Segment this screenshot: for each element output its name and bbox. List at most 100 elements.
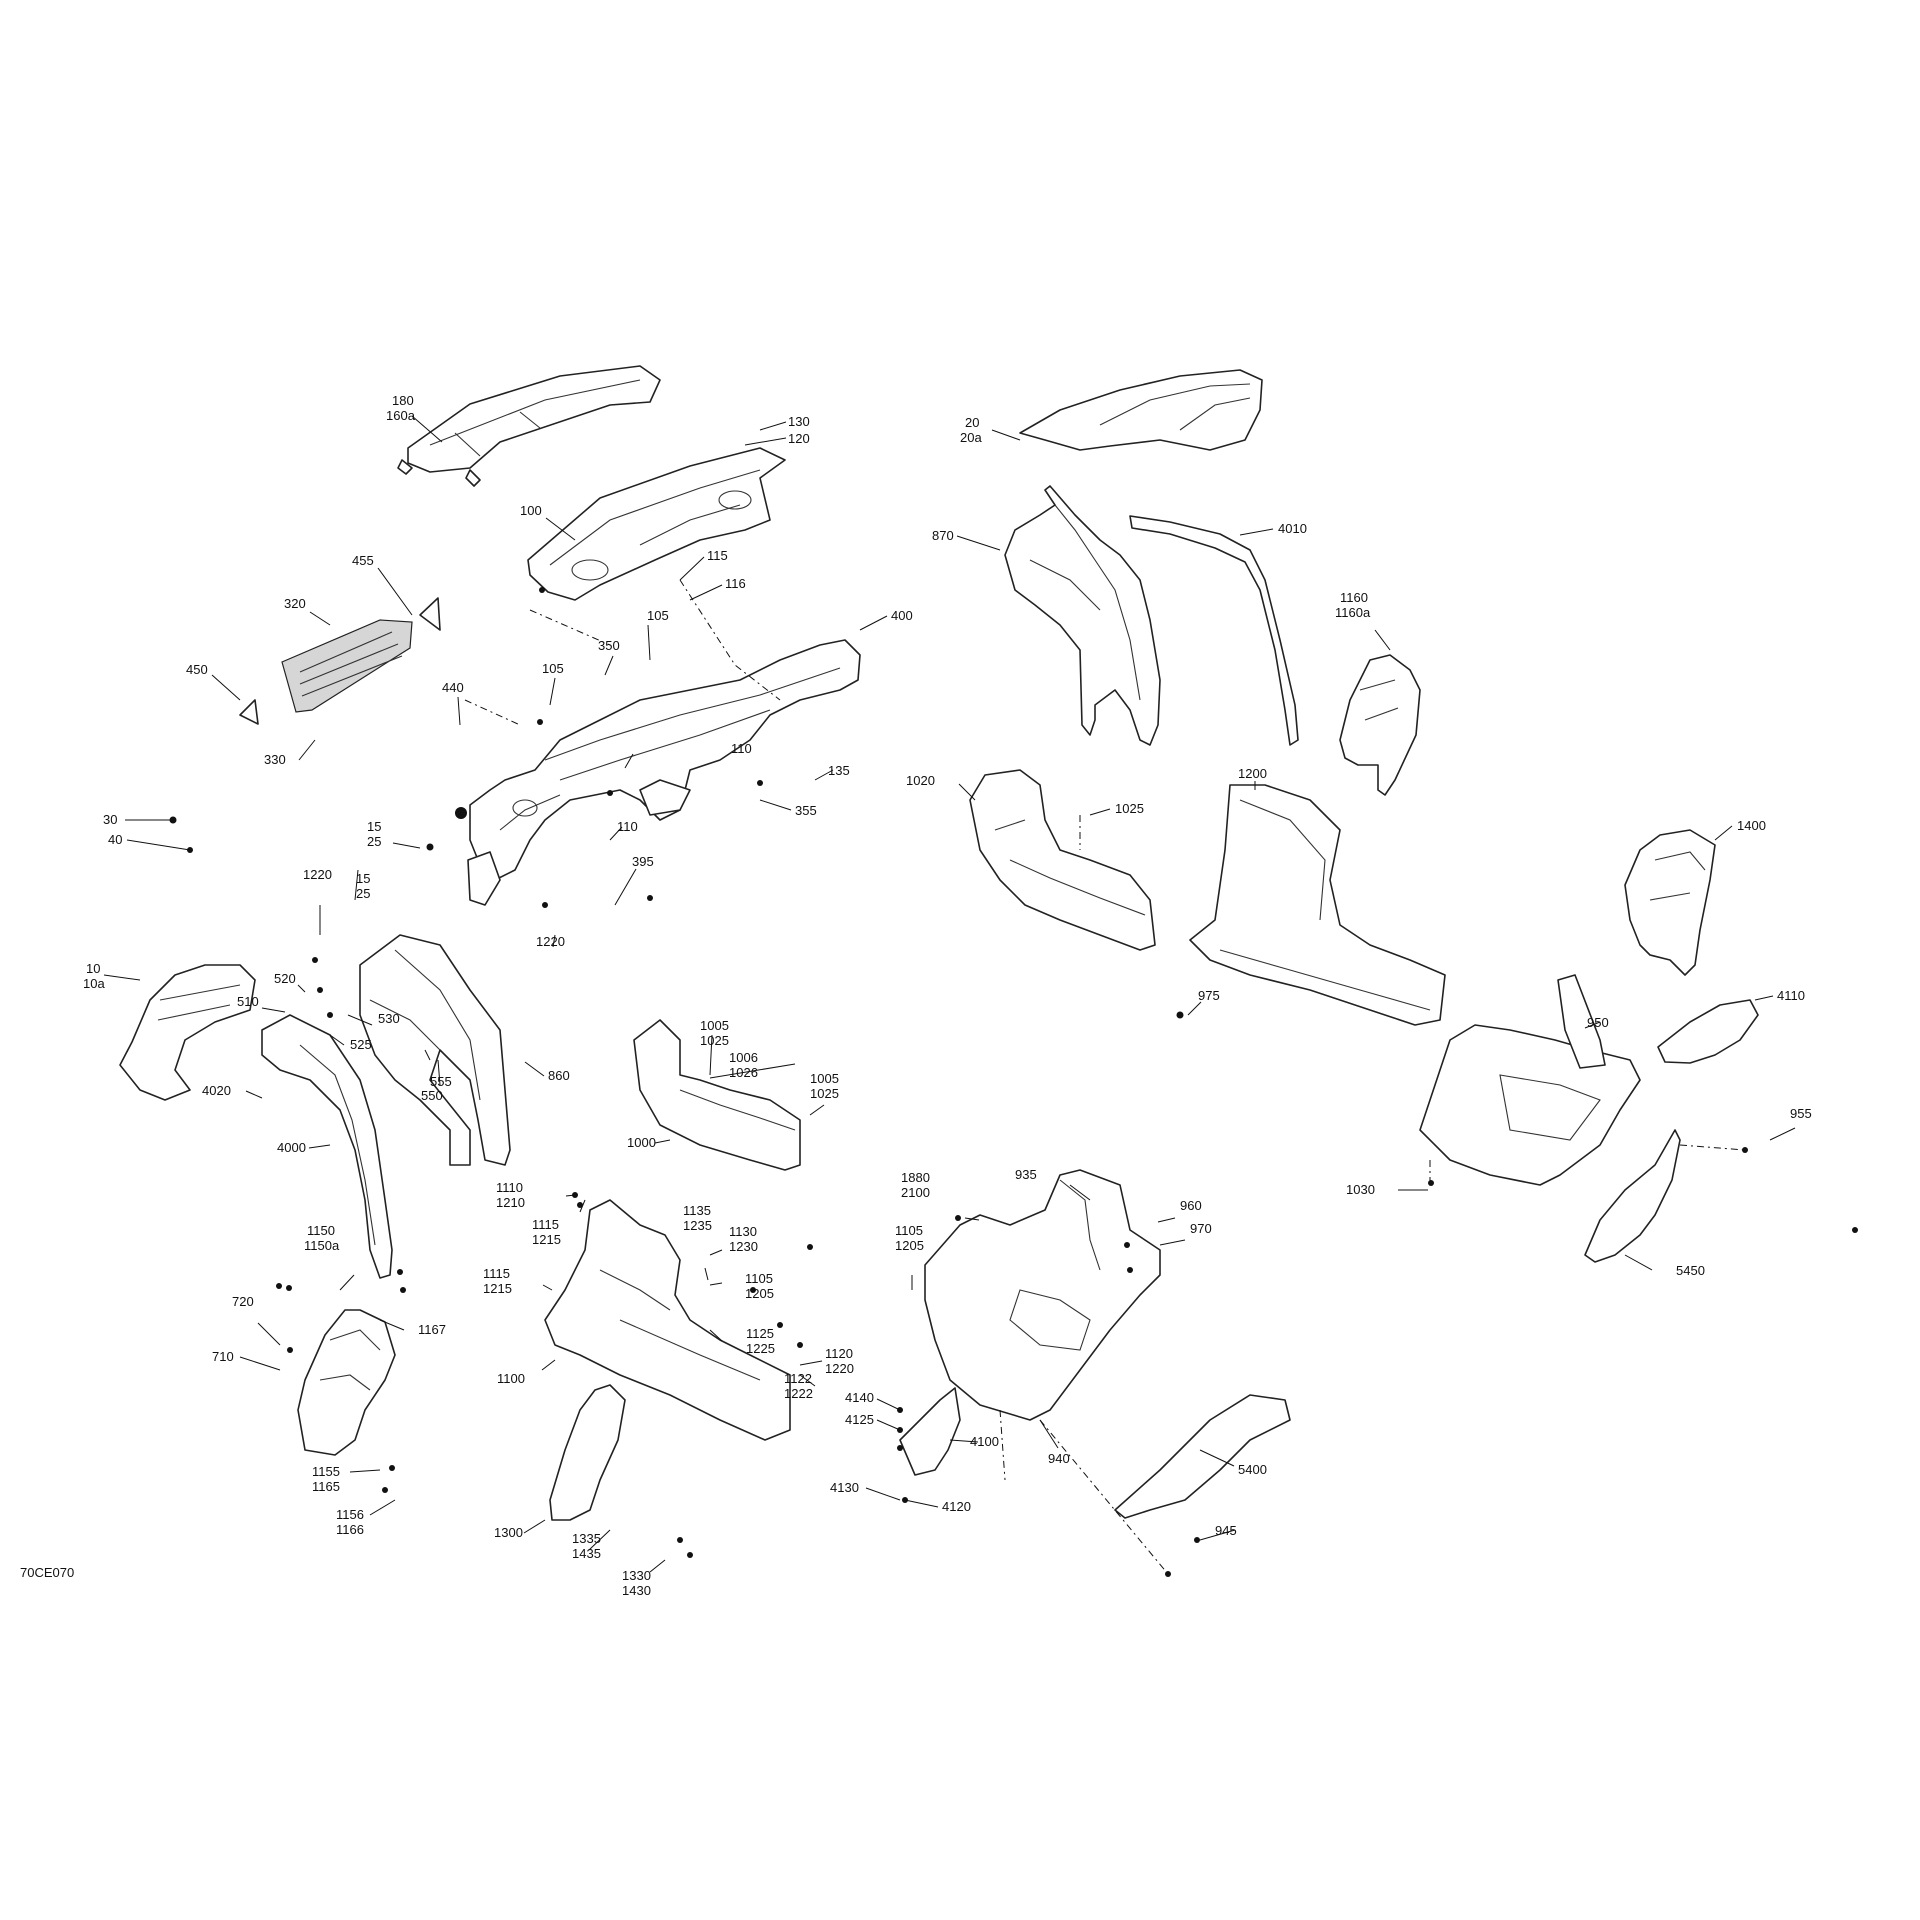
callout-1000: 1000 [627, 1135, 656, 1150]
callout-line: 100 [520, 503, 542, 518]
callout-line: 720 [232, 1294, 254, 1309]
callout-line: 455 [352, 553, 374, 568]
callout-line: 400 [891, 608, 913, 623]
callout-line: 1220 [303, 867, 332, 882]
callout-1220-a: 1220 [536, 934, 565, 949]
callout-line: 1130 [729, 1224, 757, 1239]
callout-line: 15 [367, 819, 381, 834]
callout-line: 1205 [895, 1238, 924, 1253]
callout-line: 30 [103, 812, 117, 827]
callout-4140: 4140 [845, 1390, 874, 1405]
callout-line: 1110 [496, 1180, 523, 1195]
part-450 [239, 699, 259, 725]
callout-970: 970 [1190, 1221, 1212, 1236]
callout-450: 450 [186, 662, 208, 677]
callout-line: 20 [965, 415, 979, 430]
callout-320: 320 [284, 596, 306, 611]
callout-355: 355 [795, 803, 817, 818]
callout-line: 4000 [277, 1140, 306, 1155]
part-tube-4010 [1129, 515, 1299, 746]
callout-935: 935 [1015, 1167, 1037, 1182]
part-right-top-cover [1019, 369, 1263, 451]
callout-30: 30 [103, 812, 117, 827]
callout-line: 1165 [312, 1479, 340, 1494]
callout-40: 40 [108, 832, 122, 847]
callout-line: 945 [1215, 1523, 1237, 1538]
callout-line: 4125 [845, 1412, 874, 1427]
callout-line: 510 [237, 994, 259, 1009]
callout-line: 10a [83, 976, 105, 991]
callout-1300: 1300 [494, 1525, 523, 1540]
part-panel-4110 [1657, 999, 1759, 1064]
callout-line: 130 [788, 414, 810, 429]
part-panel-4000 [261, 1014, 393, 1279]
callout-line: 970 [1190, 1221, 1212, 1236]
callout-line: 160a [386, 408, 416, 423]
part-floor-panel-1000 [633, 1019, 801, 1171]
callout-line: 1150 [307, 1223, 335, 1238]
callout-line: 1105 [895, 1223, 923, 1238]
callout-line: 530 [378, 1011, 400, 1026]
callout-1025-a: 1025 [1115, 801, 1144, 816]
part-dash-panel [527, 447, 786, 601]
callout-4110: 4110 [1777, 988, 1805, 1003]
callout-940: 940 [1048, 1451, 1070, 1466]
callout-line: 1225 [746, 1341, 775, 1356]
callout-line: 110 [731, 741, 752, 756]
callout-line: 330 [264, 752, 286, 767]
part-panel-5450 [1584, 1129, 1681, 1263]
callout-line: 15 [356, 871, 370, 886]
callout-line: 1150a [304, 1238, 340, 1253]
callout-line: 550 [421, 1088, 443, 1103]
callout-960: 960 [1180, 1198, 1202, 1213]
part-floor-panel-1200 [1189, 784, 1446, 1026]
callout-line: 116 [725, 576, 746, 591]
callout-975: 975 [1198, 988, 1220, 1003]
callout-line: 25 [356, 886, 370, 901]
callout-110-b: 110 [617, 819, 638, 834]
callout-line: 1135 [683, 1203, 711, 1218]
callout-line: 1435 [572, 1546, 601, 1561]
part-panel-860 [359, 934, 511, 1166]
callout-line: 1215 [532, 1232, 561, 1247]
part-panel-5400 [1114, 1394, 1291, 1519]
callout-440: 440 [442, 680, 464, 695]
callout-4000: 4000 [277, 1140, 306, 1155]
callout-line: 40 [108, 832, 122, 847]
assembly-lines [464, 579, 1746, 1575]
callout-555: 555 [430, 1074, 452, 1089]
callout-100: 100 [520, 503, 542, 518]
callout-line: 105 [542, 661, 564, 676]
callout-line: 115 [707, 548, 728, 563]
callout-870: 870 [932, 528, 954, 543]
callout-4130: 4130 [830, 1480, 859, 1495]
callout-116: 116 [725, 576, 746, 591]
callout-line: 2100 [901, 1185, 930, 1200]
callout-line: 935 [1015, 1167, 1037, 1182]
callout-line: 1005 [810, 1071, 839, 1086]
callout-4125: 4125 [845, 1412, 874, 1427]
fasteners [169, 587, 1858, 1577]
callout-line: 1330 [622, 1568, 651, 1583]
leader-lines [103, 415, 1796, 1573]
callout-line: 355 [795, 803, 817, 818]
callout-455: 455 [352, 553, 374, 568]
callout-line: 4110 [1777, 988, 1805, 1003]
callout-line: 135 [828, 763, 850, 778]
part-floor-panel-1020 [969, 769, 1156, 951]
callout-line: 5400 [1238, 1462, 1267, 1477]
part-shapes [119, 365, 1858, 1577]
callout-4010: 4010 [1278, 521, 1307, 536]
callout-line: 1335 [572, 1531, 601, 1546]
callout-line: 1166 [336, 1522, 364, 1537]
part-floor-panel-950 [1419, 974, 1641, 1186]
callout-line: 1030 [1346, 1182, 1375, 1197]
